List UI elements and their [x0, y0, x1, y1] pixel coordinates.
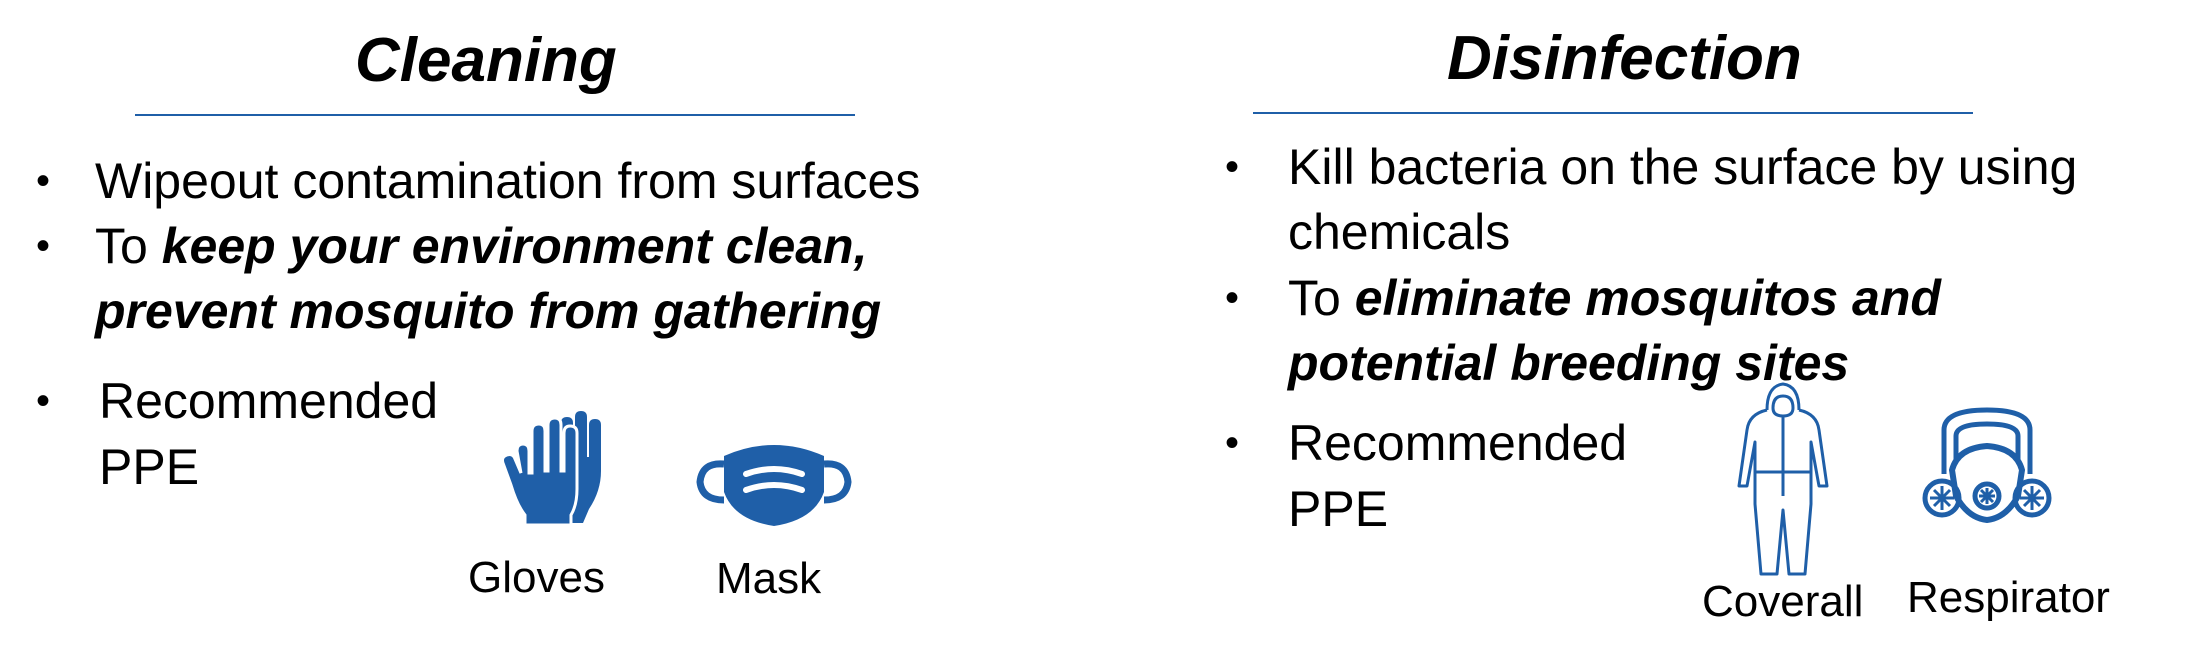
- disinfection-bullet-kill-bacteria-line2: chemicals: [1288, 204, 1511, 260]
- bullet-dot: •: [36, 159, 51, 203]
- bullet-dot: •: [1225, 276, 1240, 320]
- coverall-label: Coverall: [1702, 577, 1864, 626]
- cleaning-bullet-wipeout: Wipeout contamination from surfaces: [95, 153, 921, 209]
- cleaning-bullet-lead: To: [95, 218, 162, 274]
- bullet-dot: •: [36, 224, 51, 268]
- disinfection-bullet-kill-bacteria-line1: Kill bacteria on the surface by using: [1288, 139, 2078, 195]
- cleaning-bullet-emphasis-line2: prevent mosquito from gathering: [95, 283, 882, 339]
- disinfection-bullet-emphasis-line2: potential breeding sites: [1288, 335, 1850, 391]
- disinfection-bullet-emphasis-line1: eliminate mosquitos and: [1354, 270, 1941, 326]
- mask-label: Mask: [716, 554, 822, 603]
- respirator-icon: [1922, 404, 2052, 530]
- cleaning-ppe-heading-line2: PPE: [99, 439, 200, 495]
- disinfection-title: Disinfection: [1447, 24, 1802, 93]
- gloves-icon: [501, 405, 607, 527]
- cleaning-title: Cleaning: [355, 26, 617, 95]
- respirator-label: Respirator: [1907, 573, 2110, 622]
- cleaning-bullet-emphasis-line1: keep your environment clean,: [161, 218, 868, 274]
- cleaning-title-underline: [135, 114, 855, 116]
- disinfection-bullet-lead: To: [1288, 270, 1355, 326]
- bullet-dot: •: [1225, 145, 1240, 189]
- bullet-dot: •: [36, 379, 51, 423]
- cleaning-ppe-heading-line1: Recommended: [99, 373, 439, 429]
- disinfection-title-underline: [1253, 112, 1973, 114]
- cleaning-bullet-keep-clean: To keep your environment clean,: [95, 213, 868, 279]
- disinfection-ppe-heading-line2: PPE: [1288, 481, 1389, 537]
- gloves-label: Gloves: [468, 553, 605, 602]
- bullet-dot: •: [1225, 421, 1240, 465]
- mask-icon: [690, 438, 858, 530]
- coverall-icon: [1733, 380, 1833, 576]
- disinfection-ppe-heading-line1: Recommended: [1288, 415, 1628, 471]
- disinfection-bullet-eliminate: To eliminate mosquitos and: [1288, 265, 1941, 331]
